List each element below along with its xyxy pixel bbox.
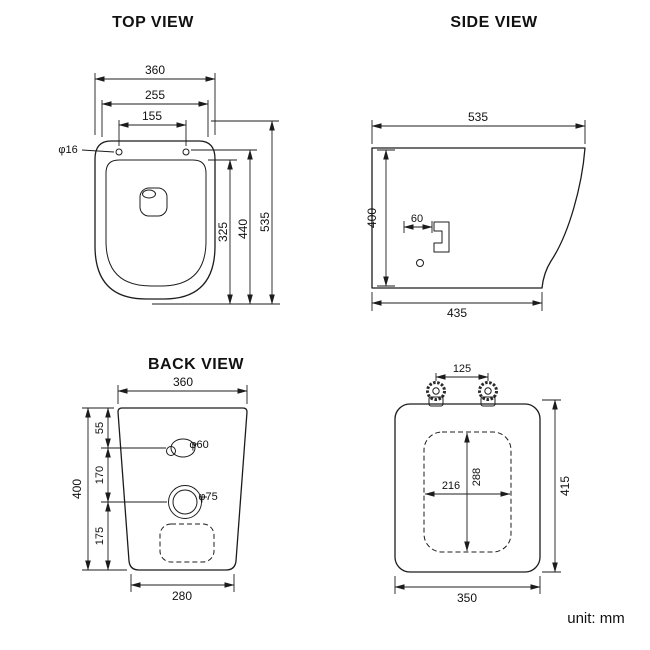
left-hinge-tab <box>428 396 444 407</box>
seat-view: 125 415 350 288 216 <box>394 363 572 605</box>
dim-back-seg-bottom: 175 <box>94 527 106 545</box>
right-hinge-center <box>484 387 492 395</box>
back-view-outline <box>117 407 248 571</box>
waste-outlet-outer <box>168 485 202 519</box>
dim-top-outer-width: 360 <box>145 63 165 77</box>
back-body-outline <box>117 407 248 571</box>
seat-view-dimensions: 125 415 350 288 216 <box>394 363 572 605</box>
right-hinge-knob <box>478 381 498 401</box>
top-view-dimensions: 360 255 155 φ16 325 440 <box>58 63 280 305</box>
left-mount-hole <box>115 148 123 156</box>
waste-outlet-inner <box>172 489 198 515</box>
hidden-base-outline <box>159 523 215 563</box>
dim-seat-length: 415 <box>558 476 572 496</box>
dim-back-height: 400 <box>70 479 84 499</box>
dim-top-bowl-depth: 440 <box>236 219 250 239</box>
dim-back-outlet-diameter: φ75 <box>198 491 217 503</box>
bowl-inner-outline <box>105 159 207 287</box>
water-inlet-hole <box>170 438 196 458</box>
dim-top-total-depth: 535 <box>258 212 272 232</box>
drain-jet-hole <box>142 189 156 199</box>
dim-side-bracket: 60 <box>411 213 423 225</box>
side-view: SIDE VIEW 535 400 60 435 <box>365 14 586 320</box>
top-view: TOP VIEW 360 255 155 φ16 <box>58 14 280 305</box>
dim-side-bottom-depth: 435 <box>447 306 467 320</box>
right-mount-hole <box>182 148 190 156</box>
back-view-title: BACK VIEW <box>148 356 244 373</box>
dim-side-top-depth: 535 <box>468 110 488 124</box>
seat-lid-outline <box>394 403 541 573</box>
back-view-dimensions: 360 400 55 170 175 φ60 φ75 280 <box>70 375 248 603</box>
unit-label: unit: mm <box>567 610 625 627</box>
side-view-outline <box>371 147 586 289</box>
dim-seat-inner-length: 288 <box>471 468 483 486</box>
dim-seat-hinge-spacing: 125 <box>453 363 471 375</box>
seat-view-outline <box>394 381 541 573</box>
dim-back-seg-top: 55 <box>94 422 106 434</box>
bowl-outer-outline <box>94 140 216 300</box>
left-hinge-center <box>432 387 440 395</box>
dim-top-hole-diameter: φ16 <box>58 144 77 156</box>
seat-hidden-ring <box>423 431 512 553</box>
fixing-hole <box>416 259 424 267</box>
leader-line <box>81 149 115 153</box>
dim-back-bottom-width: 280 <box>172 589 192 603</box>
dim-top-hole-spacing: 155 <box>142 109 162 123</box>
side-profile-outline <box>371 147 586 289</box>
side-view-title: SIDE VIEW <box>450 14 538 31</box>
right-hinge-tab <box>480 396 496 407</box>
dim-top-inner-depth: 325 <box>216 222 230 242</box>
dim-back-top-width: 360 <box>173 375 193 389</box>
left-hinge-knob <box>426 381 446 401</box>
dim-seat-inner-width: 216 <box>442 480 460 492</box>
dim-side-height: 400 <box>365 208 379 228</box>
dim-top-mid-width: 255 <box>145 88 165 102</box>
wall-bracket <box>433 221 450 253</box>
dim-back-seg-mid: 170 <box>94 466 106 484</box>
drain-outline <box>139 187 168 217</box>
dim-back-inlet-diameter: φ60 <box>189 439 208 451</box>
top-view-outline <box>94 140 216 300</box>
back-view: BACK VIEW 360 400 55 <box>70 356 248 603</box>
side-view-dimensions: 535 400 60 435 <box>365 110 586 320</box>
dim-seat-width: 350 <box>457 591 477 605</box>
water-inlet-detail <box>166 446 176 456</box>
top-view-title: TOP VIEW <box>112 14 194 31</box>
